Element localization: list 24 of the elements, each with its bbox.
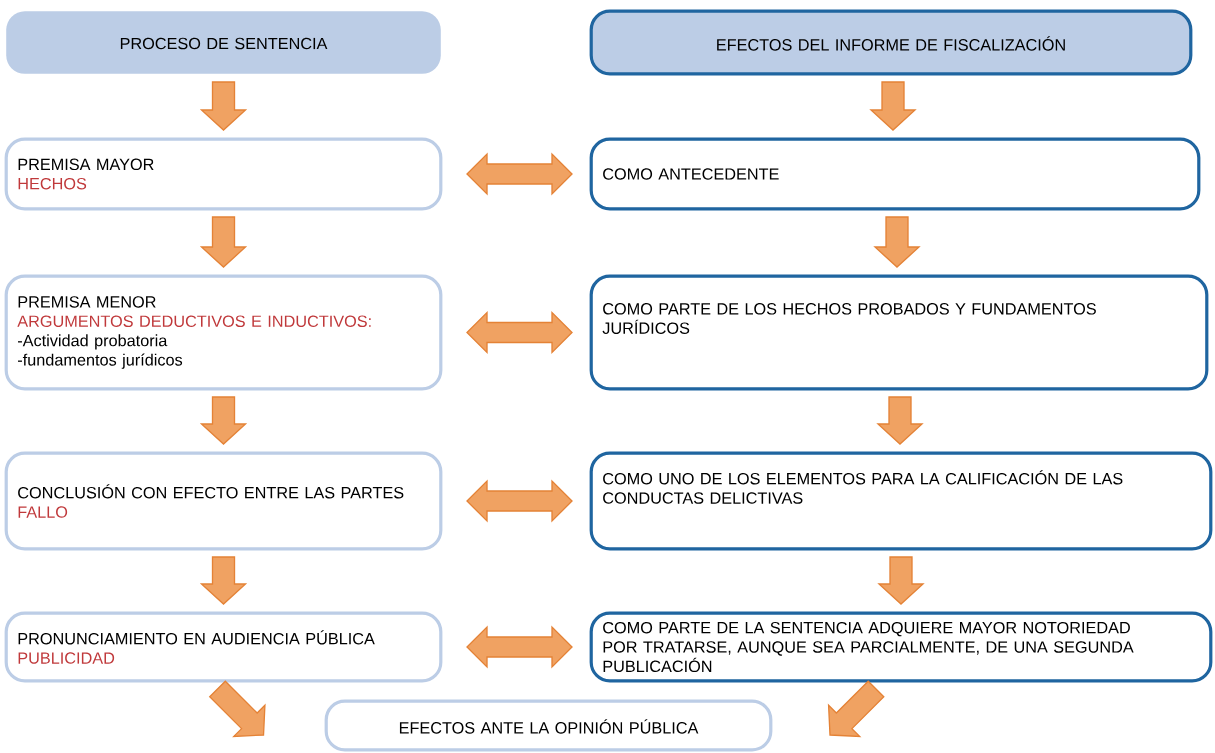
block-arrow xyxy=(827,680,885,738)
block-arrow xyxy=(466,152,573,196)
block-arrow xyxy=(869,81,917,131)
header-box: PROCESO DE SENTENCIA xyxy=(6,11,441,74)
process-box: COMO ANTECEDENTE xyxy=(589,137,1201,211)
block-arrow xyxy=(466,479,573,523)
process-box: COMO PARTE DE LOS HECHOS PROBADOS Y FUNDAMENTOS JURÍDICOS xyxy=(589,274,1209,391)
block-arrow xyxy=(873,216,921,268)
process-box: COMO PARTE DE LA SENTENCIA ADQUIERE MAYOR NOTORIEDAD POR TRATARSE, AUNQUE SEA PARCIALMENTE, DE UNA SEGUNDA PUBLICACIÓN xyxy=(589,611,1213,683)
process-box: PRONUNCIAMIENTO EN AUDIENCIA PÚBLICA PUBLICIDAD xyxy=(4,611,443,683)
block-arrow xyxy=(466,625,573,669)
process-box: COMO UNO DE LOS ELEMENTOS PARA LA CALIFICACIÓN DE LAS CONDUCTAS DELICTIVAS xyxy=(589,451,1213,551)
block-arrow xyxy=(877,556,925,605)
process-box: PREMISA MAYOR HECHOS xyxy=(4,137,443,211)
block-arrow xyxy=(199,216,248,268)
block-arrow xyxy=(199,396,248,445)
header-box: EFECTOS DEL INFORME DE FISCALIZACIÓN xyxy=(589,9,1193,76)
block-arrow xyxy=(199,556,248,605)
process-box: CONCLUSIÓN CON EFECTO ENTRE LAS PARTES FALLO xyxy=(4,451,443,551)
block-arrow xyxy=(876,396,924,445)
block-arrow xyxy=(199,81,248,131)
block-arrow xyxy=(466,310,573,355)
result-box: EFECTOS ANTE LA OPINIÓN PÚBLICA xyxy=(324,699,773,752)
process-box: PREMISA MENOR ARGUMENTOS DEDUCTIVOS E INDUCTIVOS: -Actividad probatoria -fundamentos jurídicos xyxy=(4,274,443,391)
